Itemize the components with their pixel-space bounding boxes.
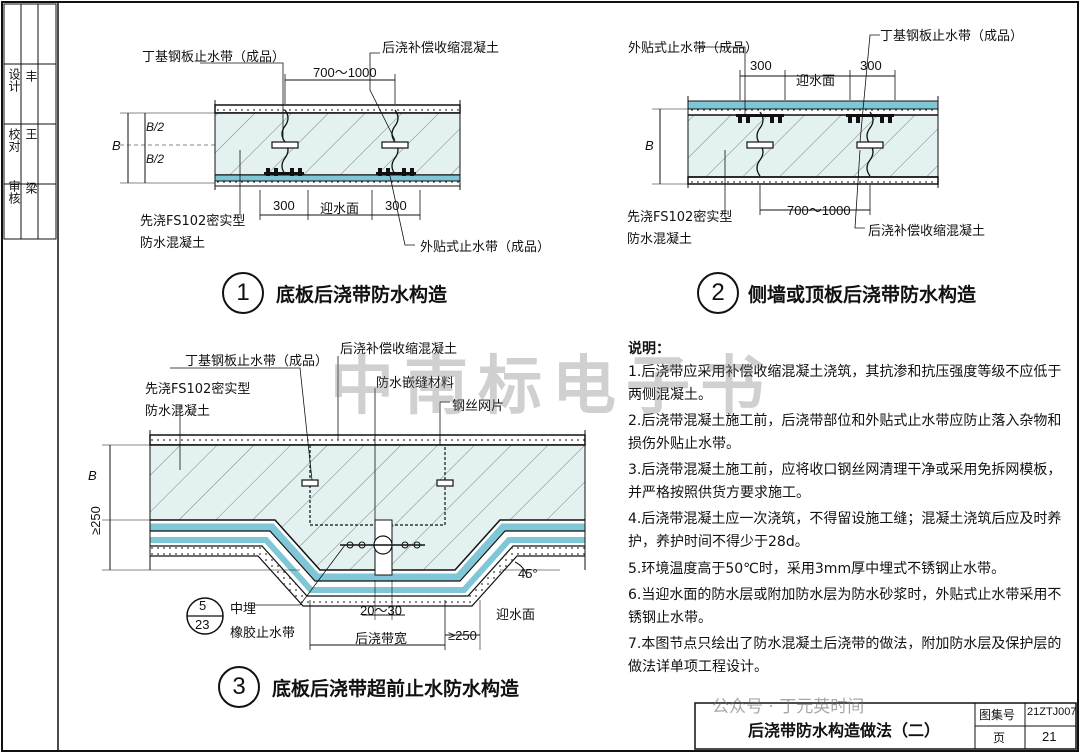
fig2-dim-width: 700～1000 — [787, 203, 851, 218]
fig2-label-steel-stop: 丁基钢板止水带（成品） — [880, 29, 1024, 44]
notes-item: 护，养护时间不得少于28d。 — [628, 534, 809, 550]
fig1-number: 1 — [222, 272, 264, 314]
notes-item: 3.后浇带混凝土施工前，应将收口钢丝网清理干净或采用免拆网模板， — [628, 462, 1062, 478]
fig2-dim-300-right: 300 — [860, 58, 882, 73]
notes-heading: 说明： — [628, 341, 670, 357]
fig3-dim-gap: 20～30 — [360, 603, 402, 618]
signature-strip — [3, 3, 57, 240]
fig1-dim-width: 700～1000 — [313, 65, 377, 80]
fig2-title: 侧墙或顶板后浇带防水构造 — [748, 284, 977, 306]
sign-name-1: 梁 — [24, 182, 38, 194]
figure-3-drawing — [102, 356, 586, 650]
fig3-dim-b: B — [88, 468, 97, 483]
fig1-label-external-stop: 外贴式止水带（成品） — [420, 240, 551, 255]
fig3-label-precast2: 防水混凝土 — [145, 404, 211, 419]
notes-item: 2.后浇带混凝土施工前，后浇带部位和外贴式止水带应防止落入杂物和 — [628, 413, 1062, 429]
page-number: 21 — [1042, 729, 1057, 744]
wechat-watermark: 公众号 · 丁元英时间 — [712, 697, 865, 717]
fig3-label-steel-stop: 丁基钢板止水带（成品） — [185, 354, 329, 369]
fig2-label-external-stop: 外贴式止水带（成品） — [628, 41, 759, 56]
fig1-dim-b: B — [112, 138, 121, 153]
sign-label-review: 审核 — [7, 180, 21, 204]
fig1-label-precast2: 防水混凝土 — [140, 236, 206, 251]
fig1-title: 底板后浇带防水构造 — [276, 284, 448, 306]
fig3-label-precast: 先浇FS102密实型 — [145, 382, 251, 397]
fig3-number: 3 — [218, 666, 260, 708]
fig3-title: 底板后浇带超前止水防水构造 — [272, 678, 520, 700]
figure-2-drawing — [652, 34, 939, 229]
sign-name-2: 王 — [24, 128, 38, 140]
notes-item: 锈钢止水带。 — [628, 610, 712, 626]
notes-item: 1.后浇带应采用补偿收缩混凝土浇筑，其抗渗和抗压强度等级不应低于 — [628, 364, 1062, 380]
sign-label-check: 校对 — [7, 128, 21, 152]
notes-item: 4.后浇带混凝土应一次浇筑，不得留设施工缝；混凝土浇筑后应及时养 — [628, 511, 1062, 527]
notes-item: 6.当迎水面的防水层或附加防水层为防水砂浆时，外贴式止水带采用不 — [628, 587, 1062, 603]
fig3-ref-bottom: 23 — [195, 617, 210, 632]
fig1-dim-300-right: 300 — [385, 198, 407, 213]
atlas-label: 图集号 — [979, 708, 1016, 722]
fig3-label-mesh: 钢丝网片 — [452, 399, 505, 414]
fig3-label-band-width: 后浇带宽 — [355, 632, 408, 647]
fig3-label-rubber1: 中埋 — [230, 602, 257, 617]
fig1-label-steel-stop: 丁基钢板止水带（成品） — [142, 50, 286, 65]
fig2-dim-300-left: 300 — [750, 58, 772, 73]
page-label: 页 — [993, 731, 1006, 745]
fig3-angle: 45° — [518, 566, 538, 581]
fig1-dim-b2-top: B/2 — [146, 120, 165, 134]
fig2-label-water-face: 迎水面 — [796, 74, 836, 89]
notes-item: 并严格按照供货方要求施工。 — [628, 485, 810, 501]
atlas-number: 21ZTJ007 — [1027, 706, 1077, 718]
notes-item: 5.环境温度高于50℃时，采用3mm厚中埋式不锈钢止水带。 — [628, 561, 1006, 577]
fig3-ref-top: 5 — [199, 598, 207, 613]
fig2-label-post-concrete: 后浇补偿收缩混凝土 — [868, 224, 986, 239]
sign-label-design: 设计 — [7, 68, 21, 92]
fig2-label-precast: 先浇FS102密实型 — [627, 210, 733, 225]
fig1-dim-b2-bottom: B/2 — [146, 152, 165, 166]
fig2-label-precast2: 防水混凝土 — [627, 232, 693, 247]
fig3-dim-250-left: ≥250 — [88, 506, 103, 535]
drawing-name: 后浇带防水构造做法（二） — [748, 721, 941, 740]
watermark-text: 中南标电子书 — [330, 350, 774, 424]
fig1-label-post-concrete: 后浇补偿收缩混凝土 — [382, 41, 500, 56]
fig1-dim-300-left: 300 — [273, 198, 295, 213]
fig1-label-water-face: 迎水面 — [320, 202, 360, 217]
fig3-label-water-face: 迎水面 — [496, 608, 536, 623]
fig3-label-sealant: 防水嵌缝材料 — [376, 376, 455, 391]
fig3-label-post-concrete: 后浇补偿收缩混凝土 — [340, 342, 458, 357]
notes-item: 做法详单项工程设计。 — [628, 659, 768, 675]
notes-item: 损伤外贴止水带。 — [628, 436, 740, 452]
fig3-dim-250-right: ≥250 — [448, 628, 477, 643]
fig1-label-precast: 先浇FS102密实型 — [140, 214, 246, 229]
figure-1-drawing — [120, 52, 461, 246]
notes-item: 7.本图节点只绘出了防水混凝土后浇带的做法，附加防水层及保护层的 — [628, 636, 1062, 652]
fig3-label-rubber2: 橡胶止水带 — [230, 626, 296, 641]
sign-name-3: 丰 — [24, 70, 38, 82]
notes-item: 两侧混凝土。 — [628, 387, 712, 403]
fig2-number: 2 — [697, 272, 739, 314]
fig2-dim-b: B — [645, 138, 654, 153]
